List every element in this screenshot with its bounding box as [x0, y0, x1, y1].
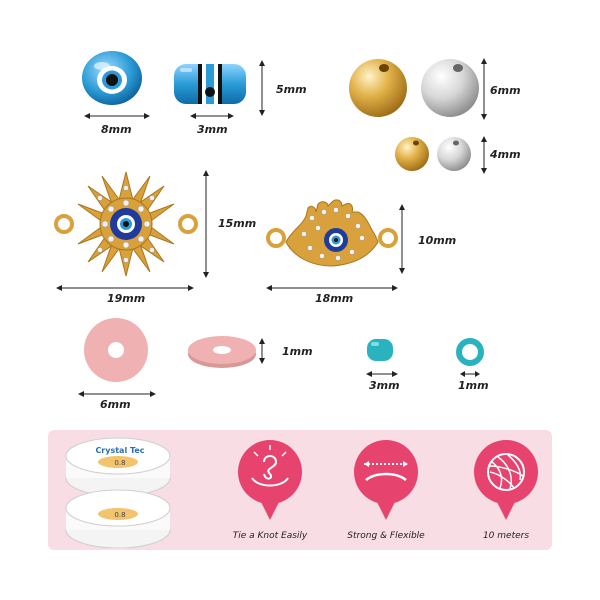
sun-height-label: 15mm	[218, 217, 257, 230]
hamsa-width-label: 18mm	[315, 292, 354, 305]
evil-eye-width-label: 8mm	[101, 123, 132, 136]
elastic-thread-spools	[65, 437, 171, 548]
clay-disc-front	[84, 318, 148, 382]
small-bead-dimension-arrow	[481, 136, 487, 174]
small-bead-size-label: 4mm	[490, 148, 521, 161]
hamsa-evil-eye-connector	[266, 199, 398, 267]
gold-bead-large	[349, 59, 407, 117]
large-bead-dimension-arrow	[481, 58, 487, 120]
depth-dimension-arrow	[190, 113, 234, 119]
seed-bead-top	[456, 338, 484, 366]
hamsa-height-dimension-arrow	[399, 204, 405, 274]
feature-label-length: 10 meters	[482, 531, 530, 541]
evil-eye-depth-label: 3mm	[197, 123, 228, 136]
sun-evil-eye-connector	[54, 171, 198, 277]
thread-gauge-label-top: 0.8	[114, 459, 126, 467]
seed-diameter-dimension-arrow	[366, 371, 398, 377]
seed-diameter-label: 3mm	[369, 379, 400, 392]
large-bead-size-label: 6mm	[490, 84, 521, 97]
silver-bead-small	[437, 137, 471, 171]
gold-bead-small	[395, 137, 429, 171]
feature-label-knot: Tie a Knot Easily	[232, 531, 308, 541]
sun-height-dimension-arrow	[203, 170, 209, 278]
width-dimension-arrow	[84, 113, 150, 119]
thread-gauge-label-bottom: 0.8	[114, 511, 126, 519]
seed-hole-label: 1mm	[458, 379, 489, 392]
evil-eye-height-label: 5mm	[276, 83, 307, 96]
sun-width-dimension-arrow	[56, 285, 194, 291]
silver-bead-large	[421, 59, 479, 117]
evil-eye-bead-front	[82, 51, 142, 105]
height-dimension-arrow	[259, 60, 265, 116]
sun-width-label: 19mm	[107, 292, 146, 305]
yarn-ball-icon	[474, 440, 538, 520]
evil-eye-bead-side	[174, 64, 246, 104]
hamsa-height-label: 10mm	[418, 234, 457, 247]
disc-thickness-label: 1mm	[282, 345, 313, 358]
thread-brand-label: Crystal Tec	[95, 446, 145, 455]
seed-hole-dimension-arrow	[460, 371, 480, 377]
clay-disc-angled	[188, 336, 256, 368]
knot-icon	[238, 440, 302, 520]
disc-diameter-dimension-arrow	[78, 391, 156, 397]
disc-thickness-dimension-arrow	[259, 338, 265, 364]
hamsa-width-dimension-arrow	[266, 285, 398, 291]
stretch-icon	[354, 440, 418, 520]
feature-label-strong: Strong & Flexible	[347, 531, 425, 541]
disc-diameter-label: 6mm	[100, 398, 131, 411]
seed-bead-side	[367, 339, 393, 361]
